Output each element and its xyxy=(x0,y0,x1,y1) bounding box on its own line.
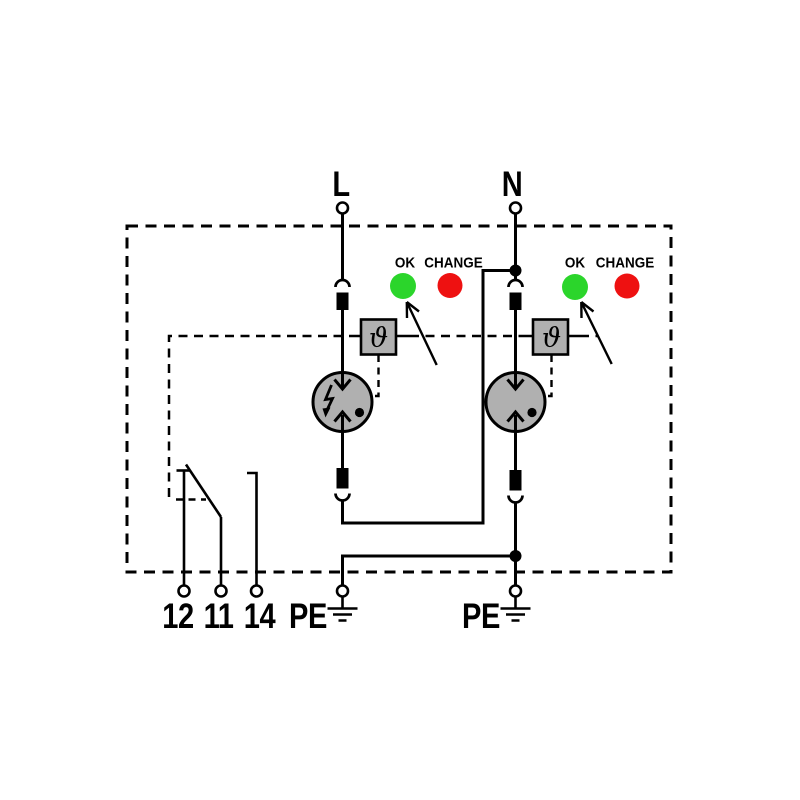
disconnector-bar-L-top xyxy=(336,292,349,310)
status-indicator-N: OK CHANGE xyxy=(562,255,654,365)
ok-label: OK xyxy=(565,255,586,272)
disconnector-bar-N-bottom xyxy=(509,470,522,491)
terminal-11 xyxy=(214,584,228,598)
disconnector-arc-N-top xyxy=(507,278,524,288)
arrow-up-chevron xyxy=(506,409,525,423)
change-led-red xyxy=(437,273,463,298)
change-led-red xyxy=(614,273,640,299)
arrow-down-chevron xyxy=(333,378,352,392)
label-PE-left: PE xyxy=(289,596,327,635)
earth-symbol-left xyxy=(327,596,358,622)
varistor-element-N xyxy=(484,371,547,433)
electrode-dot xyxy=(354,407,365,418)
thermal-link-left-varistor xyxy=(371,355,380,398)
terminal-PE-right xyxy=(508,584,523,598)
arrow-up-chevron xyxy=(333,409,352,423)
theta-symbol: ϑ xyxy=(542,323,561,354)
label-12: 12 xyxy=(162,596,193,635)
thermal-link-right-varistor xyxy=(544,355,553,398)
terminal-L xyxy=(335,201,350,215)
labels: L N 12 11 14 PE PE xyxy=(162,164,522,635)
label-L: L xyxy=(332,164,349,203)
wire-L-to-N-link xyxy=(341,269,516,525)
disconnector-bar-L-bottom xyxy=(336,468,349,489)
monitoring-circuit-dashed-lines xyxy=(167,334,598,501)
label-14: 14 xyxy=(244,596,276,635)
terminal-N xyxy=(508,201,523,215)
ok-led-green xyxy=(390,273,416,299)
spark-gap-element-L xyxy=(311,371,374,433)
lightning-bolt-icon xyxy=(323,384,335,412)
wire-PE-left-branch xyxy=(341,554,516,586)
label-11: 11 xyxy=(204,596,234,635)
indicator-arrow-icon xyxy=(580,301,613,365)
thermal-sensor-N: ϑ xyxy=(531,318,570,356)
remote-signal-contact xyxy=(176,463,258,586)
thermal-sensor-box xyxy=(531,318,570,356)
contact-blade xyxy=(184,463,223,518)
disconnector-bar-N-top xyxy=(509,292,522,310)
theta-symbol: ϑ xyxy=(369,323,388,354)
disconnector-arc-L-bottom xyxy=(334,493,351,502)
monitoring-dash-left xyxy=(167,334,349,497)
lightning-bolt-tip xyxy=(322,407,331,418)
ok-label: OK xyxy=(395,255,416,272)
disconnector-arc-N-bottom xyxy=(507,495,524,504)
electrode-dot xyxy=(527,407,537,418)
disconnector-arc-L-top xyxy=(334,278,351,288)
indicator-arrow-icon xyxy=(405,301,438,366)
thermal-sensor-box xyxy=(359,318,398,356)
thermal-sensor-L: ϑ xyxy=(359,318,398,356)
change-label: CHANGE xyxy=(596,255,654,272)
ok-led-green xyxy=(562,274,588,300)
status-indicator-L: OK CHANGE xyxy=(390,255,483,366)
terminal-12 xyxy=(177,584,191,598)
ground-icon xyxy=(327,596,358,622)
label-N: N xyxy=(502,164,523,203)
label-PE-right: PE xyxy=(462,596,500,635)
terminal-PE-left xyxy=(335,584,350,598)
terminals xyxy=(177,201,523,598)
ground-icon xyxy=(500,596,531,622)
contact-14-line xyxy=(247,471,258,586)
neutral-conductor-N xyxy=(341,213,524,586)
change-label: CHANGE xyxy=(424,255,482,272)
earth-symbol-right xyxy=(500,596,531,622)
terminal-14 xyxy=(249,584,264,598)
junction-dot-N-top xyxy=(509,264,522,277)
line-conductor-L xyxy=(334,213,516,525)
arrow-down-chevron xyxy=(506,378,525,392)
